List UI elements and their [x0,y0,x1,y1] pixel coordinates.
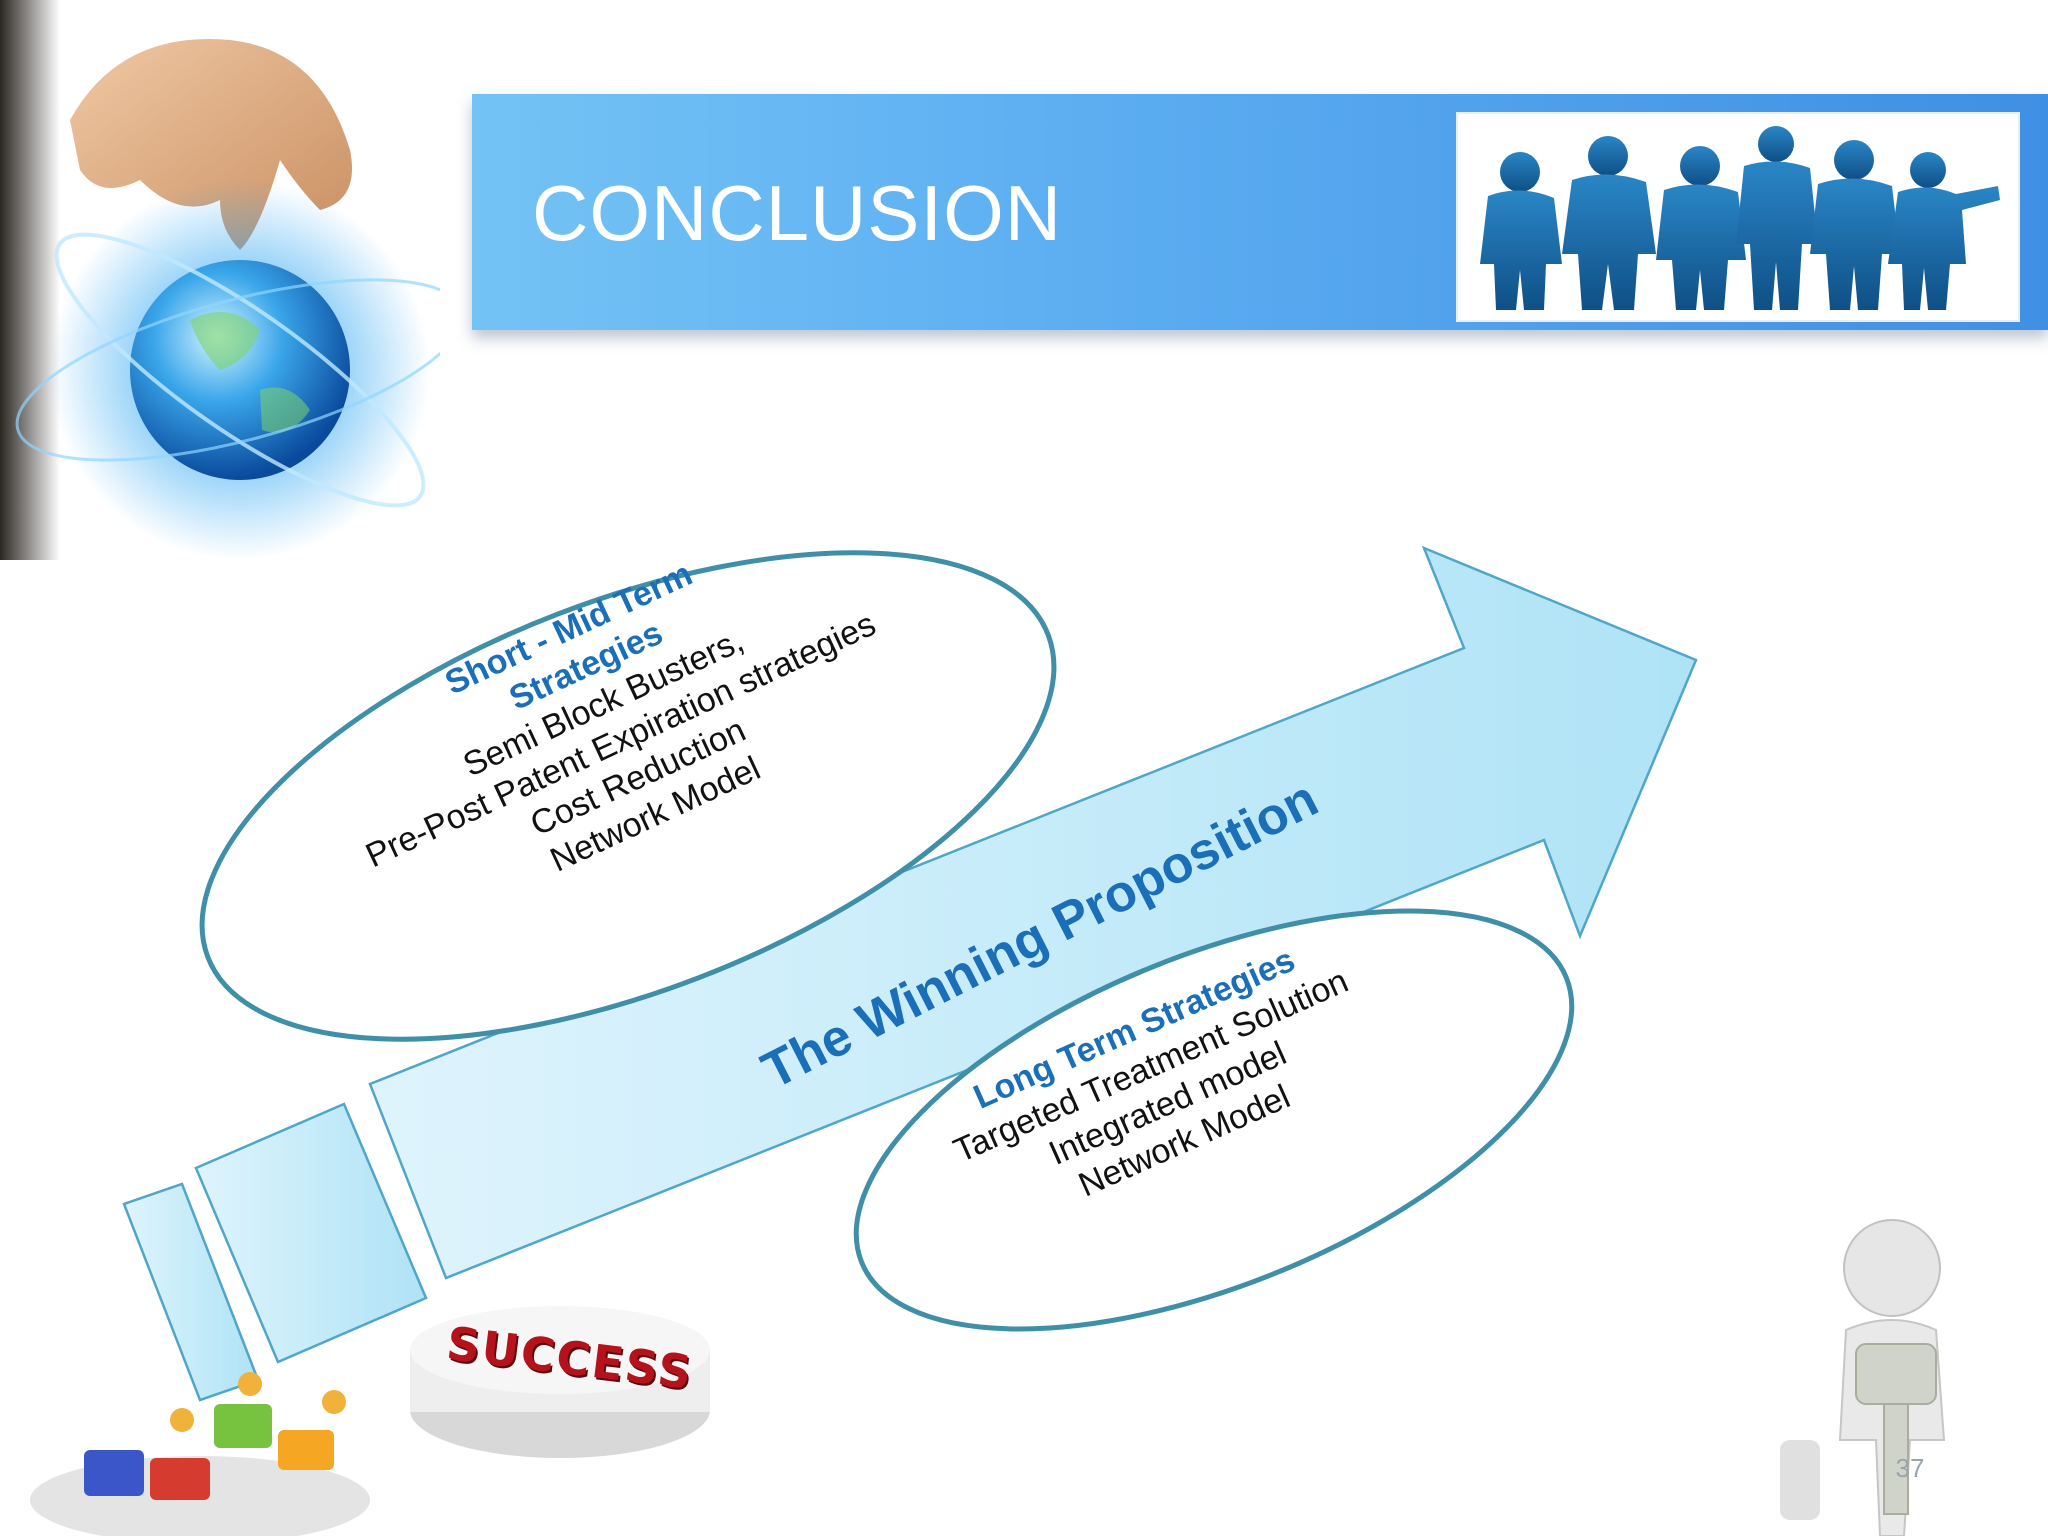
globe-in-hand-icon [0,0,465,660]
short-mid-term-ellipse [199,550,1057,1042]
arrow-tail-block-medium [194,1102,428,1364]
success-pedestal [410,1306,710,1458]
page-title: CONCLUSION [532,169,1063,257]
business-team-silhouette-icon [1456,112,2020,322]
puzzle-people-icon [30,1372,370,1536]
winning-arrow [368,545,1698,1280]
long-term-ellipse [853,908,1575,1332]
page-number: 37 [1895,1453,1925,1483]
stick-figure-with-key-icon [1780,1219,1946,1536]
